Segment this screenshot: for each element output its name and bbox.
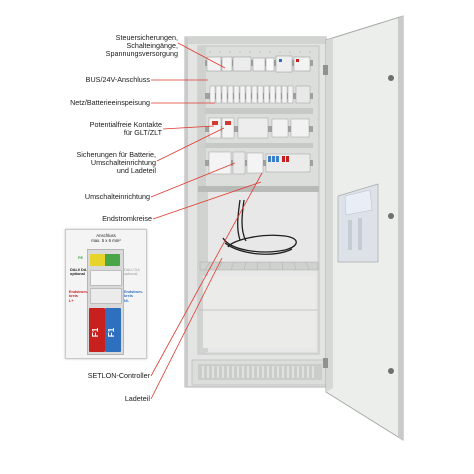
- callout-bus-anschluss: BUS/24V-Anschluss: [85, 75, 150, 84]
- endstrom-label-text: kreis: [69, 294, 78, 299]
- battery-shelf: [199, 261, 319, 271]
- dali-label-text: DALI/ DA: [124, 268, 140, 272]
- dali-label-text: optional: [70, 272, 85, 277]
- pe-label: PE: [78, 256, 83, 260]
- inset-header-line: max. 5 x 6 mm²: [91, 238, 121, 243]
- dali-label-text: optional: [124, 272, 138, 277]
- callout-text: und Ladeteil: [116, 166, 156, 176]
- din-rail-row-3: [205, 117, 313, 139]
- callout-line-endstrom: [152, 181, 262, 220]
- callout-potentialfreie-kontakte: Potentialfreie Kontakte für GLT/ZLT: [89, 120, 162, 138]
- callout-text: Umschalteinrichtung: [84, 192, 150, 201]
- callout-text: Ladeteil: [124, 394, 150, 403]
- dali-label-text: DALI/ DA: [70, 268, 87, 272]
- callout-setlon-controller: SETLON-Controller: [87, 371, 150, 380]
- callout-text: für GLT/ZLT: [123, 128, 162, 138]
- callout-line-kontakte: [162, 125, 215, 130]
- back-panel-holes: [209, 51, 311, 53]
- terminal-strip: [87, 249, 124, 355]
- inset-header-line: Anschluss: [96, 233, 116, 238]
- endstrom-label-text: kreis: [124, 294, 133, 299]
- callout-line-umschalt: [150, 162, 236, 198]
- callout-line-steuer: [177, 42, 226, 69]
- din-rail-row-2: [205, 85, 313, 104]
- pe-label-text: PE: [78, 256, 84, 260]
- callout-line-sicherungen: [156, 127, 225, 162]
- din-rail-row-4: [205, 151, 313, 175]
- terminal-detail-inset: Anschluss max. 5 x 6 mm² PE DALI/ DA opt…: [65, 229, 147, 359]
- endstrom-label-text: Endstrom-: [69, 290, 88, 294]
- endstrom-terminal: [90, 288, 122, 304]
- dali-label-left: DALI/ DA optional: [70, 268, 86, 277]
- callout-netz-batterieeinspeisung: Netz/Batterieeinspeisung: [70, 98, 150, 107]
- endstrom-label-left: Endstrom- kreis L+: [69, 290, 88, 303]
- callout-text: Endstromkreise: [102, 214, 152, 223]
- fuse-terminal-red: [89, 308, 105, 352]
- endstrom-label-text: L+: [69, 298, 74, 303]
- dali-terminal: [90, 270, 122, 286]
- endstrom-label-text: Endstrom-: [124, 290, 143, 294]
- dali-label-right: DALI/ DA optional: [124, 268, 140, 277]
- wiring-duct: [205, 108, 313, 114]
- endstrom-label-right: Endstrom- kreis N/-: [124, 290, 143, 303]
- callout-text: BUS/24V-Anschluss: [85, 75, 150, 84]
- cabinet-door: [323, 15, 404, 441]
- fuse-tag-right: F1: [107, 327, 117, 338]
- callout-line-ladeteil: [150, 257, 223, 400]
- callout-umschalteinrichtung: Umschalteinrichtung: [84, 192, 150, 201]
- callout-ladeteil: Ladeteil: [124, 394, 150, 403]
- ventilation-plinth: [191, 359, 329, 386]
- callout-lines: [150, 42, 263, 400]
- callout-text: Potentialfreie Kontakte: [89, 120, 162, 129]
- callout-text: Umschalteinrichtung: [90, 158, 156, 168]
- callout-text: Spannungsversorgung: [105, 49, 178, 59]
- inset-header: Anschluss max. 5 x 6 mm²: [66, 233, 146, 243]
- callout-text: Netz/Batterieeinspeisung: [70, 98, 150, 107]
- callout-text: Steuersicherungen,: [115, 33, 178, 42]
- pe-terminal: [90, 254, 120, 266]
- callout-steuersicherungen: Steuersicherungen, Schalteingänge, Spann…: [105, 33, 178, 59]
- fuse-terminal-blue: [105, 308, 121, 352]
- callout-text: SETLON-Controller: [87, 371, 150, 380]
- endstrom-label-text: N/-: [124, 298, 130, 303]
- callout-line-setlon: [150, 172, 263, 377]
- cable-coil: [222, 199, 297, 255]
- fuse-tag-left: F1: [91, 327, 101, 338]
- electronics-bay-floor: [198, 186, 319, 192]
- callout-sicherungen: Sicherungen für Batterie, Umschalteinric…: [76, 150, 156, 176]
- callout-text: Sicherungen für Batterie,: [76, 150, 156, 159]
- din-rail-row-1: [205, 55, 313, 73]
- callout-endstromkreise: Endstromkreise: [102, 214, 152, 223]
- callout-text: Schalteingänge,: [126, 41, 178, 51]
- cabinet-top-rim: [185, 37, 326, 44]
